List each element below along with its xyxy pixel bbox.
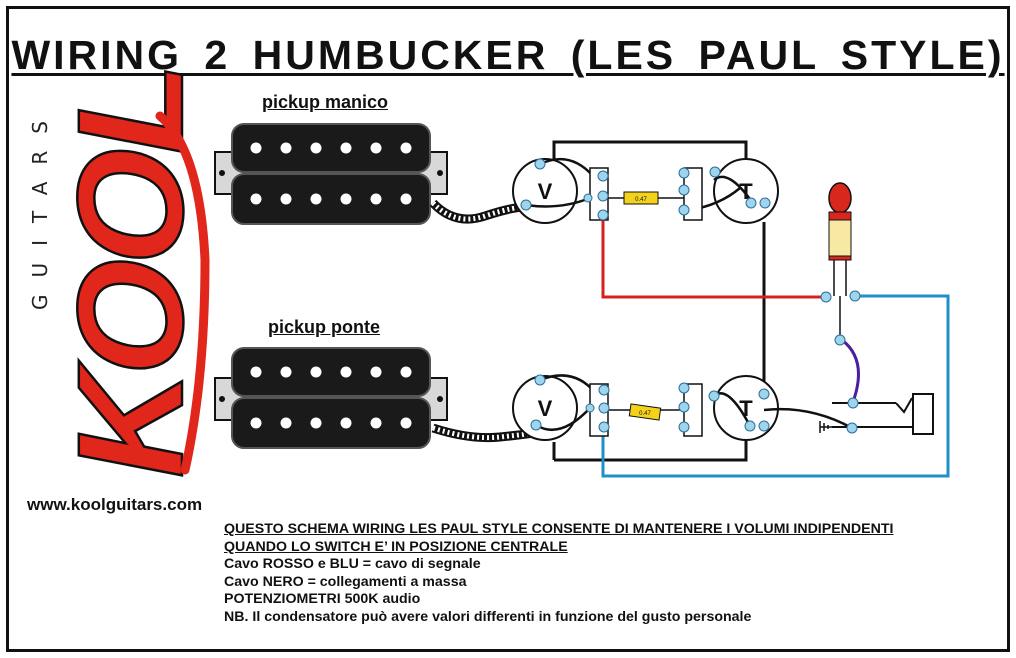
notes-line1: Cavo ROSSO e BLU = cavo di segnale: [224, 556, 481, 572]
output-jack: [819, 393, 934, 435]
ground-frame: [552, 140, 766, 462]
ground-symbol-icon: [819, 421, 832, 433]
notes-line3: POTENZIOMETRI 500K audio: [224, 591, 421, 607]
pickup-bridge-label: pickup ponte: [268, 317, 380, 337]
capacitor-bottom-value: 0.47: [639, 411, 651, 417]
volume-pot-neck: V: [512, 158, 578, 224]
website-text: www.koolguitars.com: [27, 495, 203, 514]
tone-pot-neck: T: [713, 158, 779, 224]
pickup-bridge: [214, 347, 448, 449]
pickup-neck: [214, 123, 448, 225]
blue-signal-wire: [601, 294, 950, 478]
logo-brand: KOOL: [46, 69, 214, 478]
logo-swoosh: [155, 111, 210, 475]
notes-heading-line2: QUANDO LO SWITCH E’ IN POSIZIONE CENTRAL…: [224, 538, 568, 555]
notes-heading-line1: QUESTO SCHEMA WIRING LES PAUL STYLE CONS…: [224, 521, 894, 537]
tone-pot-bridge: T: [713, 375, 779, 441]
capacitor-bottom: 0.47: [628, 403, 662, 421]
solder-lugs: [520, 158, 861, 434]
toggle-switch: [828, 182, 852, 340]
volume-pot-neck-label: V: [538, 179, 553, 204]
page-title: WIRING 2 HUMBUCKER (LES PAUL STYLE): [11, 32, 1005, 78]
bottom-pot-wiring: [535, 374, 853, 437]
page-border: [6, 6, 1010, 652]
wiring-notes: QUESTO SCHEMA WIRING LES PAUL STYLE CONS…: [224, 521, 994, 626]
capacitor-top-value: 0.47: [635, 197, 647, 203]
volume-pot-bridge: V: [512, 375, 578, 441]
capacitor-top: 0.47: [623, 191, 659, 205]
volume-pot-bridge-label: V: [538, 396, 553, 421]
notes-line4: NB. Il condensatore può avere valori dif…: [224, 608, 752, 625]
notes-line2: Cavo NERO = collegamenti a massa: [224, 573, 467, 590]
red-signal-wire: [601, 215, 826, 299]
kool-logo: KOOL: [45, 67, 216, 479]
pickup-neck-label: pickup manico: [262, 92, 389, 112]
jack-signal-wire: [841, 338, 860, 403]
